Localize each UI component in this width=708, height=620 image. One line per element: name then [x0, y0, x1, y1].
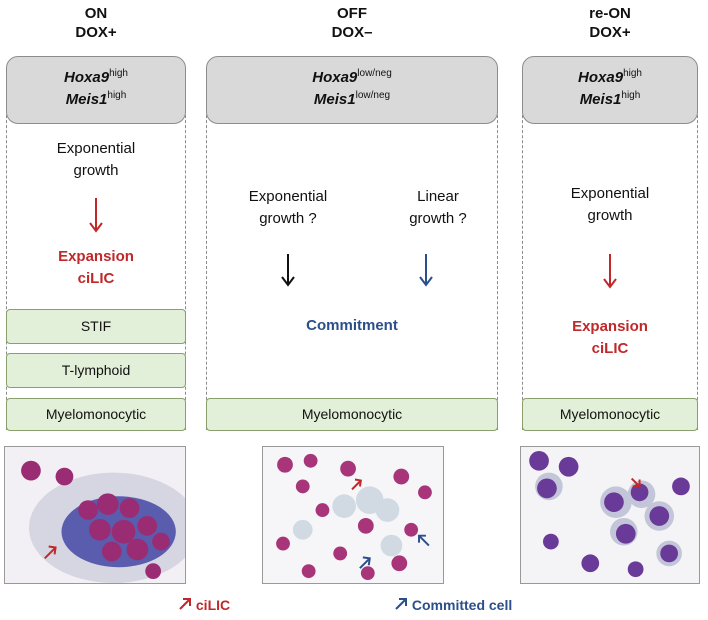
micrograph-reon [520, 446, 700, 584]
red-arrow-icon [179, 598, 191, 610]
micrograph-on [4, 446, 186, 584]
column-header-off: OFF DOX– [206, 4, 498, 42]
gene-line-hoxa9: Hoxa9high [64, 68, 128, 87]
legend-committed-cell: Committed cell [394, 597, 512, 613]
legend-cilic: ciLIC [178, 597, 230, 613]
stif-box: STIF [6, 309, 186, 344]
dox-label: DOX– [331, 24, 373, 41]
dox-label: DOX+ [589, 24, 631, 41]
blue-arrow-icon [395, 598, 407, 610]
gene-expression-box-reon: Hoxa9high Meis1high [522, 56, 698, 124]
gene-expression-box-off: Hoxa9low/neg Meis1low/neg [206, 56, 498, 124]
state-label: OFF [337, 5, 367, 22]
gene-line-meis1: Meis1high [65, 90, 127, 109]
down-arrow-icon [89, 198, 103, 233]
column-frame-off [206, 100, 498, 430]
column-header-reon: re-ON DOX+ [522, 4, 698, 42]
myelomonocytic-box-reon: Myelomonocytic [522, 398, 698, 431]
micrograph-off [262, 446, 444, 584]
myelomonocytic-box-off: Myelomonocytic [206, 398, 498, 431]
gene-line-hoxa9: Hoxa9high [578, 68, 642, 87]
column-header-on: ON DOX+ [6, 4, 186, 42]
state-label: re-ON [589, 5, 631, 22]
dox-label: DOX+ [75, 24, 117, 41]
gene-line-meis1: Meis1low/neg [313, 90, 391, 109]
state-label: ON [84, 5, 108, 22]
legend-committed-label: Committed cell [411, 597, 513, 613]
down-arrow-icon [419, 254, 433, 287]
legend-cilic-label: ciLIC [195, 597, 231, 613]
commitment-label: Commitment [306, 317, 398, 334]
gene-expression-box-on: Hoxa9high Meis1high [6, 56, 186, 124]
down-arrow-icon [281, 254, 295, 287]
gene-line-hoxa9: Hoxa9low/neg [312, 68, 392, 87]
gene-line-meis1: Meis1high [579, 90, 641, 109]
down-arrow-icon [603, 254, 617, 289]
t-lymphoid-box: T-lymphoid [6, 353, 186, 388]
myelomonocytic-box-on: Myelomonocytic [6, 398, 186, 431]
